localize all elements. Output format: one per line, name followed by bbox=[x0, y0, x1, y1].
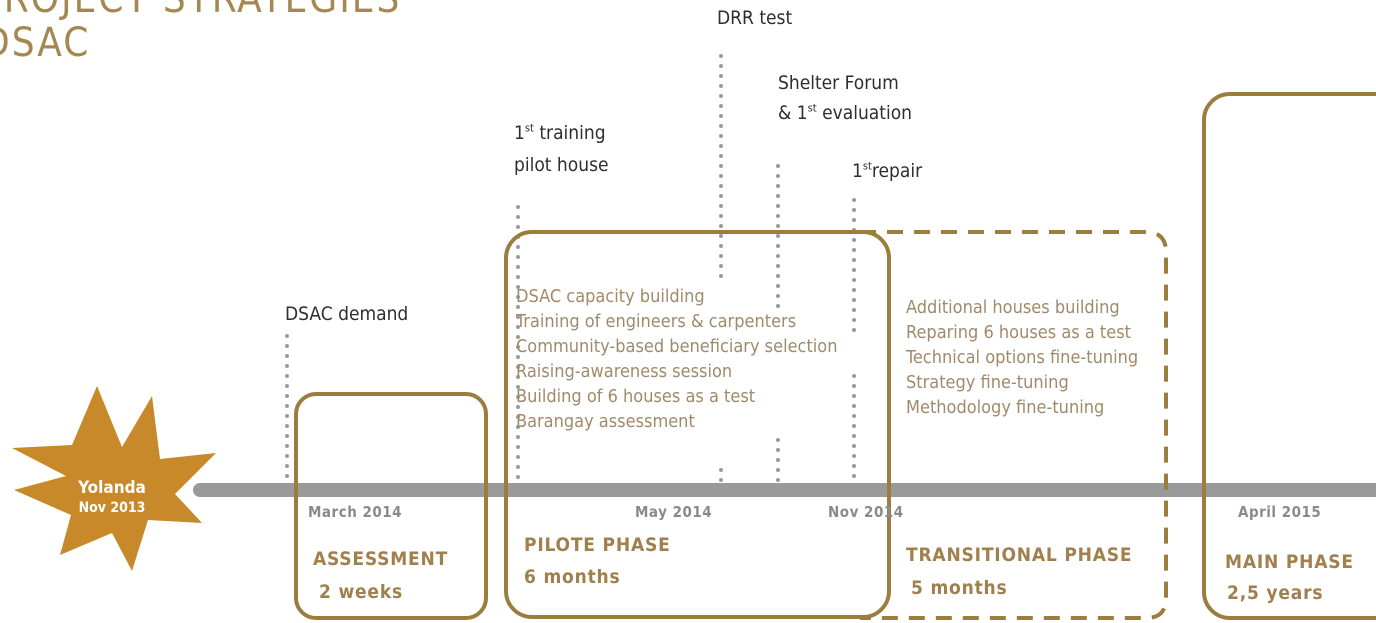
pilot-task-list: DSAC capacity building Training of engin… bbox=[516, 284, 837, 434]
phase-transitional-name: TRANSITIONAL PHASE bbox=[906, 544, 1133, 566]
pilot-frame bbox=[504, 230, 891, 619]
date-april-2015: April 2015 bbox=[1238, 503, 1322, 521]
phase-main-duration: 2,5 years bbox=[1227, 582, 1324, 604]
date-march-2014: March 2014 bbox=[308, 503, 403, 521]
page-subtitle: DSAC bbox=[0, 20, 91, 66]
pilot-task: Community-based beneficiary selection bbox=[516, 336, 838, 357]
page-title: PROJECT STRATEGIES bbox=[0, 0, 401, 20]
pilot-task: Building of 6 houses as a test bbox=[516, 386, 756, 407]
phase-assessment-name: ASSESSMENT bbox=[313, 548, 449, 570]
transitional-task-list: Additional houses building Reparing 6 ho… bbox=[906, 295, 1138, 420]
transitional-task: Technical options fine-tuning bbox=[906, 347, 1139, 368]
event-first-repair: 1strepair bbox=[852, 159, 923, 182]
main-frame bbox=[1202, 92, 1376, 620]
pilot-task: Training of engineers & carpenters bbox=[516, 311, 797, 332]
event-training: 1st training bbox=[514, 121, 606, 144]
date-nov-2014: Nov 2014 bbox=[828, 503, 904, 521]
transitional-task: Additional houses building bbox=[906, 297, 1120, 318]
event-training-line2: pilot house bbox=[514, 154, 609, 176]
event-shelter-forum: Shelter Forum bbox=[778, 72, 899, 94]
transitional-task: Reparing 6 houses as a test bbox=[906, 322, 1131, 343]
event-first-evaluation: & 1st evaluation bbox=[778, 101, 913, 124]
phase-pilot-name: PILOTE PHASE bbox=[524, 534, 671, 556]
origin-label: Yolanda bbox=[78, 478, 146, 498]
date-may-2014: May 2014 bbox=[635, 503, 713, 521]
phase-pilot-duration: 6 months bbox=[524, 566, 621, 588]
assessment-frame bbox=[294, 392, 488, 620]
transitional-task: Strategy fine-tuning bbox=[906, 372, 1069, 393]
pilot-task: Barangay assessment bbox=[516, 411, 695, 432]
pilot-task: Raising-awareness session bbox=[516, 361, 733, 382]
origin-date: Nov 2013 bbox=[78, 500, 146, 516]
event-dsac-demand: DSAC demand bbox=[285, 303, 409, 325]
pilot-task: DSAC capacity building bbox=[516, 286, 705, 307]
phase-assessment-duration: 2 weeks bbox=[319, 581, 403, 603]
origin-star bbox=[12, 386, 216, 571]
transitional-frame bbox=[860, 230, 1168, 620]
phase-transitional-duration: 5 months bbox=[911, 577, 1008, 599]
transitional-task: Methodology fine-tuning bbox=[906, 397, 1105, 418]
phase-main-name: MAIN PHASE bbox=[1225, 551, 1354, 573]
event-drr-test: DRR test bbox=[717, 7, 793, 29]
